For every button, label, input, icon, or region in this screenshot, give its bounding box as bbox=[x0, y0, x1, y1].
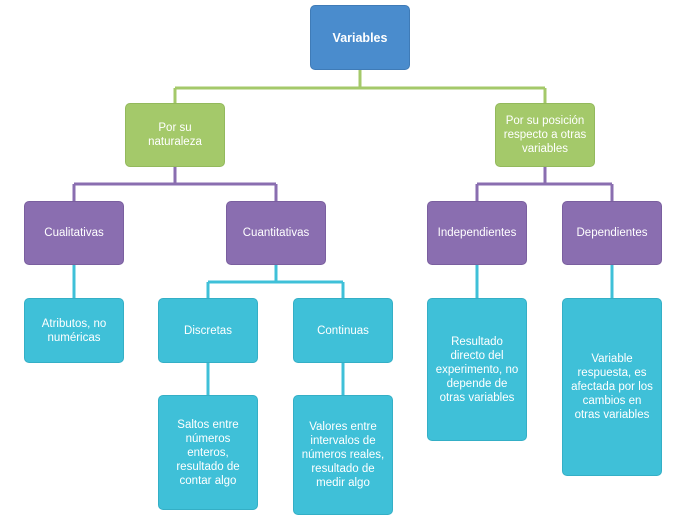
node-por-su-naturaleza: Por su naturaleza bbox=[125, 103, 225, 167]
node-variables-label: Variables bbox=[332, 30, 388, 45]
node-variable-respuesta: Variable respuesta, es afectada por los … bbox=[562, 298, 662, 476]
node-dependientes: Dependientes bbox=[562, 201, 662, 265]
category-connectors bbox=[72, 167, 614, 201]
node-atributos-no-numericas: Atributos, no numéricas bbox=[24, 298, 124, 363]
node-por-su-naturaleza-label: Por su naturaleza bbox=[148, 122, 202, 148]
node-cualitativas-label: Cualitativas bbox=[44, 227, 104, 239]
node-saltos-enteros: Saltos entre números enteros, resultado … bbox=[158, 395, 258, 510]
node-por-su-posicion-label: Por su posición respecto a otras variabl… bbox=[503, 115, 587, 155]
node-saltos-label: Saltos entre números enteros, resultado … bbox=[176, 418, 240, 487]
node-variables: Variables bbox=[310, 5, 410, 70]
node-independientes-label: Independientes bbox=[437, 227, 517, 239]
type-connectors bbox=[72, 265, 614, 395]
node-resultado-directo-label: Resultado directo del experimento, no de… bbox=[435, 335, 519, 404]
node-valores-intervalos: Valores entre intervalos de números real… bbox=[293, 395, 393, 515]
node-discretas: Discretas bbox=[158, 298, 258, 363]
node-continuas: Continuas bbox=[293, 298, 393, 363]
node-cuantitativas: Cuantitativas bbox=[226, 201, 326, 265]
node-variable-respuesta-label: Variable respuesta, es afectada por los … bbox=[571, 353, 653, 421]
node-independientes: Independientes bbox=[427, 201, 527, 265]
node-cualitativas: Cualitativas bbox=[24, 201, 124, 265]
node-por-su-posicion: Por su posición respecto a otras variabl… bbox=[495, 103, 595, 167]
node-discretas-label: Discretas bbox=[184, 324, 232, 337]
root-connectors bbox=[173, 70, 547, 103]
node-resultado-directo: Resultado directo del experimento, no de… bbox=[427, 298, 527, 441]
node-continuas-label: Continuas bbox=[317, 324, 369, 337]
node-atributos-label: Atributos, no numéricas bbox=[41, 317, 107, 344]
node-dependientes-label: Dependientes bbox=[576, 227, 648, 239]
node-cuantitativas-label: Cuantitativas bbox=[242, 227, 310, 239]
node-valores-label: Valores entre intervalos de números real… bbox=[301, 421, 385, 489]
